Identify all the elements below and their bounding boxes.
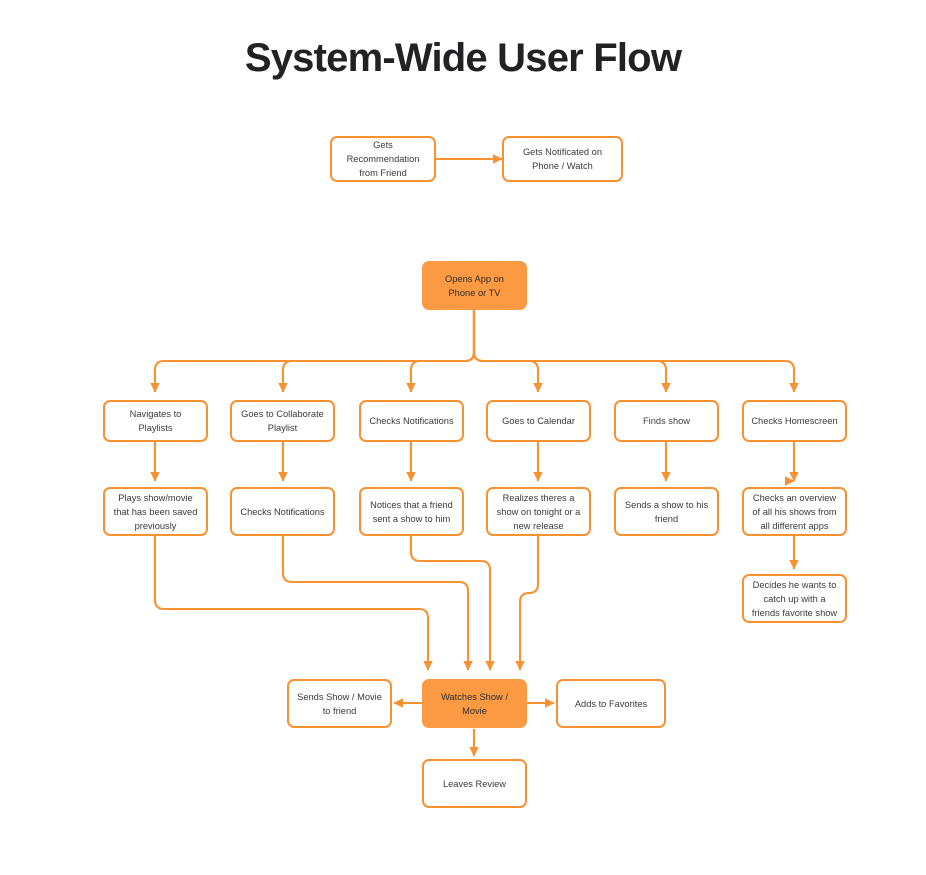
node-checks-overview-of-shows[interactable]: Checks an overview of all his shows from… [742, 487, 847, 536]
node-gets-recommendation[interactable]: Gets Recommendation from Friend [330, 136, 436, 182]
node-leaves-review[interactable]: Leaves Review [422, 759, 527, 808]
node-label: Finds show [642, 416, 691, 426]
node-label: Checks Notifications [369, 416, 454, 426]
node-checks-notifications-top[interactable]: Checks Notifications [359, 400, 464, 442]
node-label: Checks an overview of all his shows from… [752, 492, 837, 531]
node-label: Adds to Favorites [574, 698, 648, 709]
node-navigates-to-playlists[interactable]: Navigates to Playlists [103, 400, 208, 442]
node-sends-show-movie-to-friend[interactable]: Sends Show / Movie to friend [287, 679, 392, 728]
node-sends-show-to-friend[interactable]: Sends a show to his friend [614, 487, 719, 536]
node-plays-saved-show[interactable]: Plays show/movie that has been saved pre… [103, 487, 208, 536]
node-label: Decides he wants to catch up with a frie… [751, 579, 838, 618]
node-label: Sends Show / Movie to friend [297, 691, 382, 716]
node-gets-notificated[interactable]: Gets Notificated on Phone / Watch [502, 136, 623, 182]
node-label: Watches Show / Movie [441, 691, 508, 716]
node-goes-to-calendar[interactable]: Goes to Calendar [486, 400, 591, 442]
node-label: Goes to Calendar [502, 416, 575, 426]
node-notices-friend-sent-show[interactable]: Notices that a friend sent a show to him [359, 487, 464, 536]
node-finds-show[interactable]: Finds show [614, 400, 719, 442]
node-label: Opens App on Phone or TV [445, 273, 504, 298]
node-opens-app[interactable]: Opens App on Phone or TV [422, 261, 527, 310]
node-goes-to-collaborate-playlist[interactable]: Goes to Collaborate Playlist [230, 400, 335, 442]
node-label: Realizes theres a show on tonight or a n… [496, 492, 581, 531]
node-label: Checks Homescreen [751, 416, 838, 426]
node-checks-notifications-second[interactable]: Checks Notifications [230, 487, 335, 536]
node-realizes-show-tonight[interactable]: Realizes theres a show on tonight or a n… [486, 487, 591, 536]
node-adds-to-favorites[interactable]: Adds to Favorites [556, 679, 666, 728]
node-label: Goes to Collaborate Playlist [241, 409, 324, 433]
node-label: Sends a show to his friend [624, 499, 709, 524]
node-checks-homescreen[interactable]: Checks Homescreen [742, 400, 847, 442]
node-label: Notices that a friend sent a show to him [370, 499, 453, 524]
node-label: Gets Recommendation from Friend [346, 140, 420, 178]
node-label: Gets Notificated on Phone / Watch [522, 147, 603, 171]
page-title: System-Wide User Flow [244, 36, 682, 80]
node-label: Leaves Review [442, 778, 507, 789]
node-label: Checks Notifications [240, 506, 325, 517]
node-watches-show-movie[interactable]: Watches Show / Movie [422, 679, 527, 728]
node-decides-catch-up[interactable]: Decides he wants to catch up with a frie… [742, 574, 847, 623]
node-label: Plays show/movie that has been saved pre… [113, 492, 198, 531]
node-label: Navigates to Playlists [129, 409, 182, 433]
